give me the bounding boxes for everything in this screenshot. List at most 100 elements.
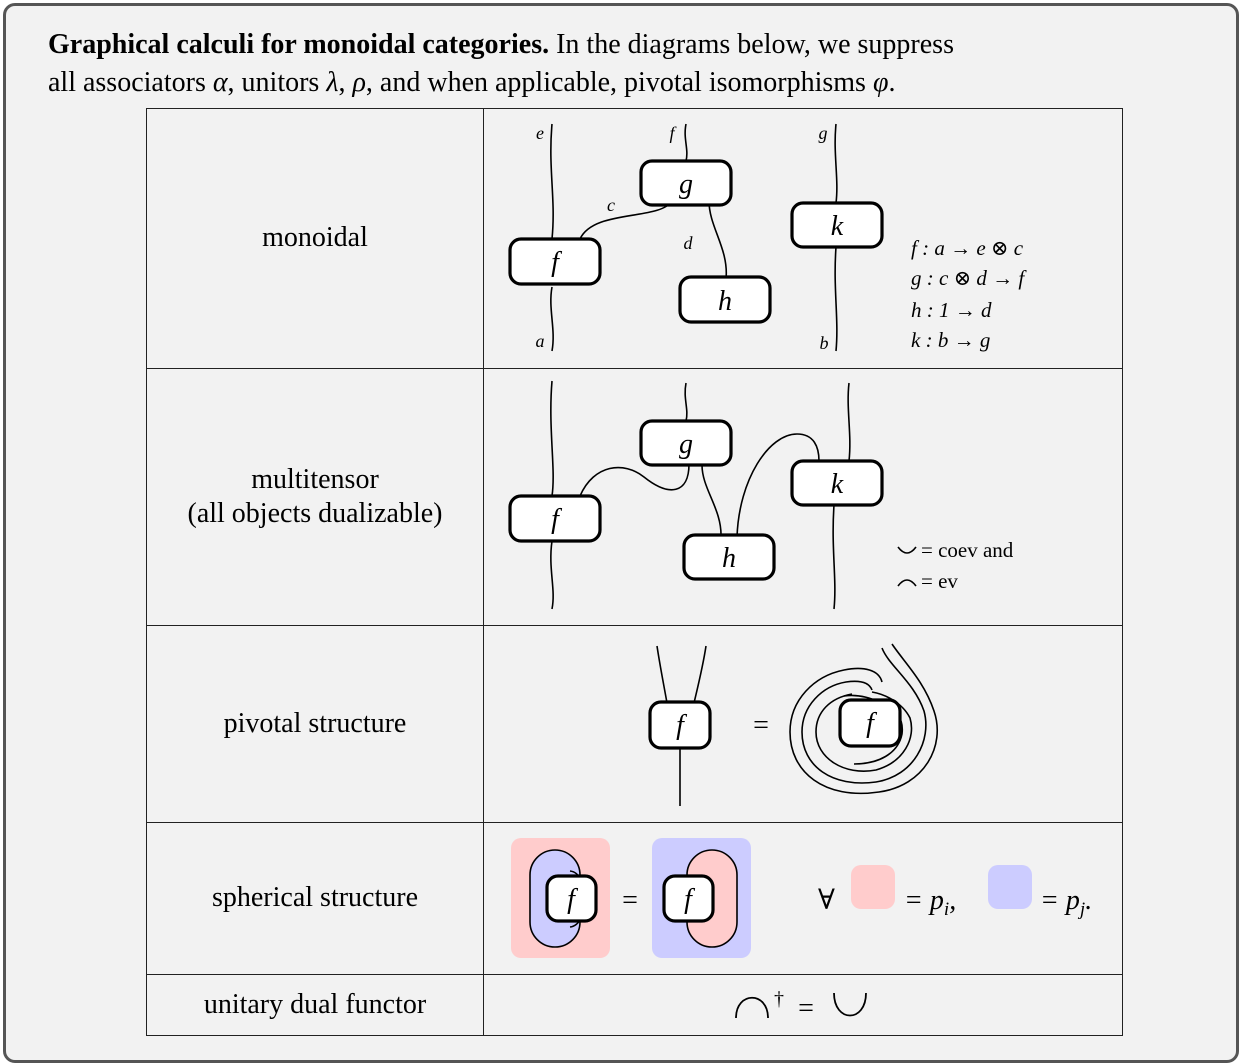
box-k [790, 459, 884, 507]
wire-left-top [550, 380, 554, 496]
wire-d [708, 201, 728, 280]
swatch-blue [988, 864, 1032, 909]
wire-k-top [847, 382, 851, 461]
caption-comma: , [338, 67, 353, 98]
equals-sign: = [622, 885, 638, 916]
box-h [678, 275, 772, 324]
wire-k-bottom [832, 504, 836, 609]
alpha-symbol: α [212, 67, 228, 98]
equation-h: h : 1 → d [911, 298, 992, 322]
wire-cap-hk [736, 433, 820, 537]
wire-cup-fg [579, 463, 690, 497]
box-h [682, 533, 776, 581]
label-multitensor-line2: (all objects dualizable) [187, 497, 443, 529]
wire-g-top [834, 124, 838, 204]
swatch-red [851, 864, 895, 909]
box-h-label: h [722, 543, 736, 574]
equation-g: g : c ⊗ d → f [911, 266, 1027, 290]
phi-symbol: φ [872, 67, 889, 98]
equation-f: f : a → e ⊗ c [911, 236, 1024, 260]
calculi-table: monoidal f [146, 108, 1123, 1037]
label-unitary: unitary dual functor [146, 973, 484, 1037]
cap-icon [897, 579, 917, 587]
box-f-left [648, 700, 712, 750]
loop-middle [801, 647, 927, 785]
monoidal-diagram: f g h k e f g c d a b f : a → e ⊗ c g : … [508, 123, 1027, 353]
label-unitary-text: unitary dual functor [203, 988, 427, 1020]
diagram-multitensor: f g h k = coev and = ev [483, 367, 1123, 627]
label-spherical-text: spherical structure [211, 882, 419, 914]
wire-e [550, 124, 554, 240]
wire-g-top [684, 382, 688, 422]
box-k [790, 201, 884, 249]
dagger-symbol: † [774, 988, 784, 1010]
label-multitensor: multitensor (all objects dualizable) [146, 367, 484, 627]
box-f-right-label: f [684, 884, 695, 915]
box-g-label: g [679, 429, 693, 460]
lambda-symbol: λ [326, 67, 339, 98]
eq-pi: = pi, [904, 885, 956, 920]
caption-text-3: , unitors [227, 67, 327, 98]
wire-c [579, 200, 673, 240]
wire-label-b: b [820, 333, 829, 353]
cup-icon [833, 992, 867, 1017]
diagram-unitary: † = [483, 973, 1123, 1037]
wire-label-a: a [536, 331, 545, 351]
diagram-pivotal: f f = [483, 625, 1123, 823]
wire-label-c: c [607, 195, 615, 215]
box-f [508, 237, 602, 286]
spherical-diagram: f = f ∀ = pi, = pj. [511, 837, 1092, 958]
wire-label-d: d [684, 233, 694, 253]
loop-inner [815, 691, 913, 773]
cap-icon [735, 996, 769, 1018]
caption-text-2: all associators [48, 67, 213, 98]
label-pivotal-text: pivotal structure [223, 707, 407, 739]
wire-a [550, 287, 554, 352]
forall-symbol: ∀ [818, 885, 835, 916]
rho-symbol: ρ [352, 67, 366, 98]
equals-sign: = [798, 993, 814, 1024]
row-multitensor: multitensor (all objects dualizable) [146, 367, 1123, 627]
box-f-left [545, 874, 598, 923]
unitary-diagram: † = [735, 988, 867, 1024]
label-monoidal-text: monoidal [262, 222, 368, 254]
box-f-label: f [551, 504, 562, 535]
box-g-label: g [679, 169, 693, 200]
caption-title: Graphical calculi for monoidal categorie… [48, 29, 550, 60]
equals-sign: = [753, 710, 769, 741]
box-f-right [662, 874, 715, 923]
row-unitary: unitary dual functor † = [146, 973, 1123, 1037]
wire-b [834, 247, 838, 352]
label-multitensor-line1: multitensor [251, 463, 379, 495]
equation-k: k : b → g [911, 328, 990, 352]
box-g [639, 159, 733, 207]
note-ev: = ev [921, 569, 958, 593]
wire-label-f: f [669, 123, 677, 143]
caption-text-4: , and when applicable, pivotal isomorphi… [365, 67, 873, 98]
label-monoidal: monoidal [146, 108, 484, 369]
row-spherical: spherical structure f = f ∀ = pi, [146, 821, 1123, 975]
note-coev: = coev and [921, 538, 1014, 562]
wire-label-e: e [536, 123, 544, 143]
diagram-spherical: f = f ∀ = pi, = pj. [483, 821, 1123, 975]
wire-label-g: g [819, 123, 828, 143]
diagram-monoidal: f g h k e f g c d a b f : a → e ⊗ c g : … [483, 108, 1123, 369]
caption-period: . [888, 67, 896, 98]
row-monoidal: monoidal f [146, 108, 1123, 369]
caption: Graphical calculi for monoidal categorie… [48, 26, 1223, 102]
caption-text-1: In the diagrams below, we suppress [549, 29, 954, 60]
wire-in-right [693, 646, 707, 704]
wire-g-h [701, 464, 722, 537]
label-spherical: spherical structure [146, 821, 484, 975]
box-g [639, 419, 733, 467]
pivotal-diagram: f f = [648, 643, 939, 807]
box-f-label: f [551, 247, 562, 278]
wire-left-bottom [550, 540, 554, 609]
box-f [508, 494, 602, 543]
wire-f-top [684, 124, 688, 162]
loop-outer [789, 643, 939, 795]
box-f-right [838, 698, 902, 748]
wire-in-left [656, 646, 668, 704]
box-f-right-label: f [866, 708, 877, 739]
cup-icon [897, 546, 917, 554]
